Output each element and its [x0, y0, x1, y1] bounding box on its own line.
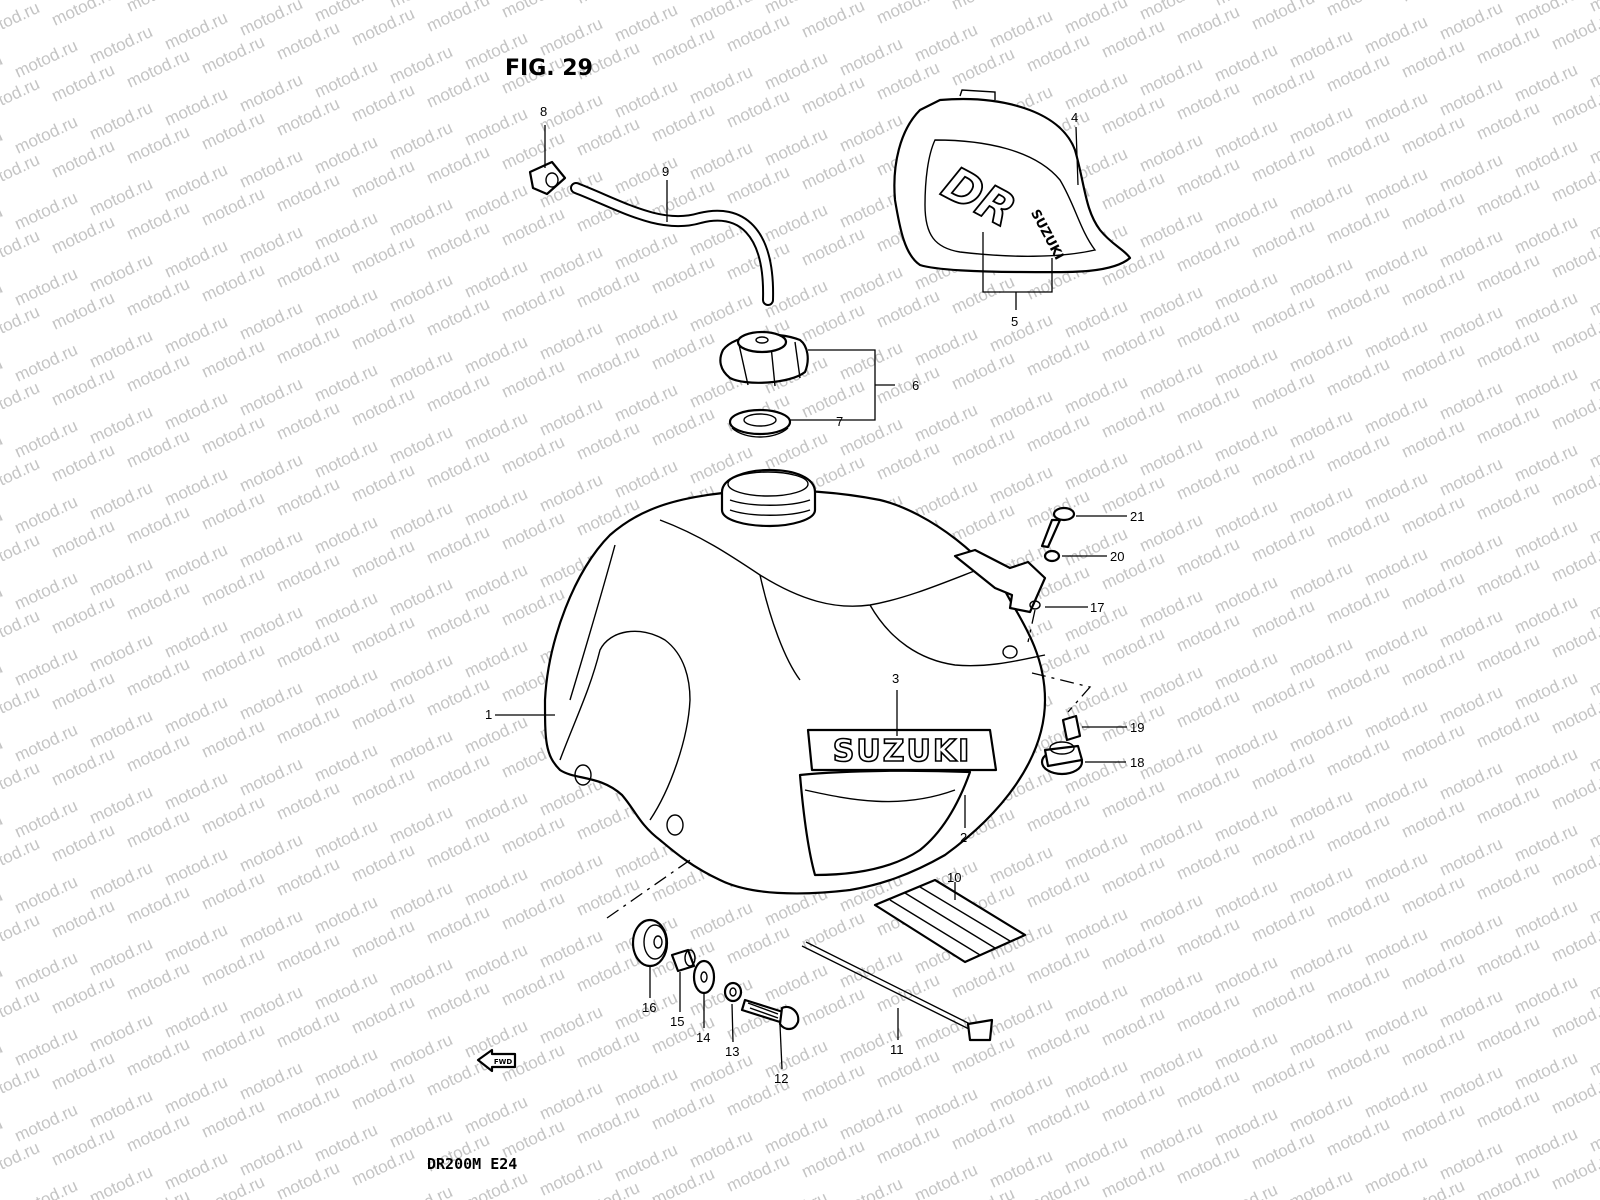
- plain-washer: [692, 959, 716, 995]
- model-code: DR200M E24: [427, 1155, 518, 1173]
- side-cover: DR SUZUKI: [893, 89, 1132, 274]
- callout-1: 1: [485, 707, 492, 722]
- rubber-grommet-rear: [1040, 741, 1084, 776]
- mounting-bolt: [740, 998, 800, 1031]
- spring-washer: [723, 981, 743, 1003]
- cap-gasket: [728, 408, 792, 438]
- tank-emblem-text: SUZUKI: [833, 734, 972, 769]
- callout-11: 11: [890, 1042, 904, 1057]
- tank-emblem: SUZUKI: [806, 728, 998, 772]
- fuel-cap: [719, 330, 809, 387]
- callout-17: 17: [1090, 600, 1104, 615]
- callout-4: 4: [1071, 110, 1078, 125]
- callout-16: 16: [642, 1000, 656, 1015]
- bracket-bolt: [1040, 506, 1076, 549]
- callout-6: 6: [912, 378, 919, 393]
- hose-clamp: [528, 160, 567, 196]
- callout-12: 12: [774, 1071, 788, 1086]
- collar-spacer: [670, 948, 696, 973]
- fwd-label: FWD: [494, 1058, 513, 1066]
- fuel-tank: [543, 468, 1047, 895]
- callout-15: 15: [670, 1014, 684, 1029]
- tank-side-decal: [798, 769, 972, 877]
- leader-lines: [495, 125, 1127, 1070]
- breather-hose: [570, 182, 775, 306]
- callout-labels: 8 9 4 5 6 7 1 3 2 10 11 12 13 14 15 16 1…: [485, 104, 1144, 1086]
- callout-2: 2: [960, 830, 967, 845]
- bracket-nut: [1043, 549, 1061, 563]
- callout-13: 13: [725, 1044, 739, 1059]
- callout-7: 7: [836, 414, 843, 429]
- callout-9: 9: [662, 164, 669, 179]
- figure-title: FIG. 29: [505, 56, 593, 81]
- callout-19: 19: [1130, 720, 1144, 735]
- assembly-line-front: [606, 857, 694, 919]
- assembly-line-rear: [1031, 672, 1092, 713]
- tank-band: [801, 941, 994, 1042]
- callout-14: 14: [696, 1030, 710, 1045]
- forward-direction-marker: FWD: [476, 1048, 517, 1073]
- callout-5: 5: [1011, 314, 1018, 329]
- tank-cushion: [873, 878, 1027, 964]
- callout-21: 21: [1130, 509, 1144, 524]
- mounting-bracket: [953, 548, 1047, 614]
- rubber-grommet-lower: [631, 918, 669, 968]
- callout-8: 8: [540, 104, 547, 119]
- assembly-line-bracket: [1027, 609, 1036, 643]
- callout-3: 3: [892, 671, 899, 686]
- rear-spacer: [1061, 714, 1082, 742]
- callout-10: 10: [947, 870, 961, 885]
- callout-18: 18: [1130, 755, 1144, 770]
- callout-20: 20: [1110, 549, 1124, 564]
